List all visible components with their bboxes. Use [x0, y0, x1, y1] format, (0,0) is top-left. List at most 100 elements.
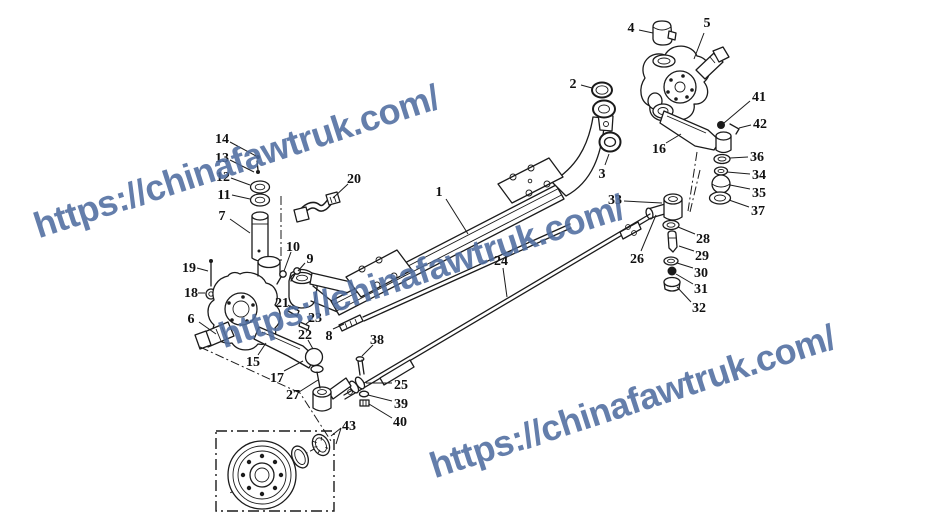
leader-line-8: [332, 323, 345, 330]
right-steering-arm: [659, 110, 740, 212]
tie-rod-end-27: [312, 377, 352, 412]
ball-31: [667, 266, 677, 276]
part-label-42: 42: [753, 117, 767, 132]
hub-assembly: [199, 346, 335, 512]
part-label-24: 24: [494, 254, 508, 269]
pin-13: [256, 160, 259, 171]
leader-line-42: [738, 124, 752, 129]
part-label-35: 35: [752, 186, 766, 201]
part-label-20: 20: [347, 172, 361, 187]
leader-line-40: [368, 403, 393, 419]
washer-11: [249, 193, 271, 207]
spindle-6: [194, 321, 235, 350]
leader-line-24: [502, 267, 508, 298]
part-label-36: 36: [750, 150, 764, 165]
clamp-bolt-38: [355, 356, 365, 376]
part-label-19: 19: [182, 261, 196, 276]
part-label-38: 38: [370, 333, 384, 348]
spring-pads: [345, 157, 564, 298]
part-label-30: 30: [694, 266, 708, 281]
part-label-40: 40: [393, 415, 407, 430]
part-label-32: 32: [692, 301, 706, 316]
leader-line-16: [665, 133, 682, 144]
leader-line-35: [729, 184, 751, 190]
part-label-3: 3: [599, 167, 606, 182]
part-label-7: 7: [219, 209, 226, 224]
leader-line-33: [623, 200, 663, 204]
part-label-27: 27: [286, 388, 300, 403]
right-knuckle: [640, 20, 730, 122]
washer-30: [663, 256, 679, 266]
brake-hose-20: [293, 191, 341, 223]
part-label-34: 34: [752, 168, 766, 183]
part-label-25: 25: [394, 378, 408, 393]
ball-socket-33: [663, 198, 683, 221]
part-label-43: 43: [342, 419, 356, 434]
part-label-8: 8: [326, 329, 333, 344]
part-label-16: 16: [652, 142, 666, 157]
leader-line-4: [638, 29, 654, 34]
leader-line-15: [257, 342, 267, 356]
leader-line-32: [676, 286, 692, 303]
part-label-26: 26: [630, 252, 644, 267]
hub-seal: [290, 445, 310, 469]
part-label-28: 28: [696, 232, 710, 247]
washer-28: [662, 219, 680, 231]
part-label-14: 14: [215, 132, 229, 147]
leader-line-38: [361, 344, 374, 357]
wedge-21: [287, 305, 300, 317]
part-label-12: 12: [216, 170, 230, 185]
part-label-39: 39: [394, 397, 408, 412]
part-label-22: 22: [298, 328, 312, 343]
washer-34: [713, 166, 729, 176]
leader-line-21: [287, 304, 294, 310]
leader-line-19: [196, 267, 209, 272]
pin-23: [298, 321, 310, 331]
leader-line-36: [729, 156, 749, 159]
part-label-13: 13: [215, 151, 229, 166]
part-label-31: 31: [694, 282, 708, 297]
leader-line-14: [229, 141, 257, 157]
leader-line-12: [230, 177, 251, 186]
leader-line-10: [283, 251, 292, 272]
leader-line-28: [677, 226, 696, 235]
drag-link-end: [645, 169, 701, 292]
leader-line-22: [307, 339, 314, 350]
hub-detail-box: [215, 430, 335, 512]
part-label-10: 10: [286, 240, 300, 255]
leader-line-5: [693, 32, 705, 60]
part-label-6: 6: [188, 312, 195, 327]
nut-40: [359, 399, 370, 407]
knuckle-pin-8: [338, 223, 572, 332]
ball-seat-35: [711, 174, 731, 194]
washer-36: [713, 153, 731, 165]
tie-rod-assembly: [312, 213, 652, 412]
leader-line-43: [330, 427, 342, 437]
part-label-15: 15: [246, 355, 260, 370]
part-label-17: 17: [270, 371, 284, 386]
leader-line-23: [305, 319, 312, 325]
part-label-9: 9: [307, 252, 314, 267]
bolt-10: [276, 270, 287, 285]
part-label-21: 21: [275, 296, 289, 311]
leader-line-6: [198, 321, 217, 335]
leader-line-39: [367, 394, 393, 402]
leader-line-37: [728, 199, 750, 208]
part-label-11: 11: [217, 188, 230, 203]
leader-line-43-2: [335, 427, 342, 445]
cotter-pin-42: [729, 123, 740, 135]
washer-39: [358, 390, 370, 398]
part-label-4: 4: [628, 21, 635, 36]
leader-line-27: [298, 379, 319, 393]
leader-line-41: [723, 100, 751, 124]
part-label-37: 37: [751, 204, 765, 219]
part-label-2: 2: [570, 77, 577, 92]
leader-line-9: [297, 262, 306, 272]
wheel-hub: [227, 440, 297, 510]
part-label-29: 29: [695, 249, 709, 264]
part-label-5: 5: [704, 16, 711, 31]
leader-line-17: [283, 360, 304, 372]
leader-line-1: [445, 198, 469, 235]
